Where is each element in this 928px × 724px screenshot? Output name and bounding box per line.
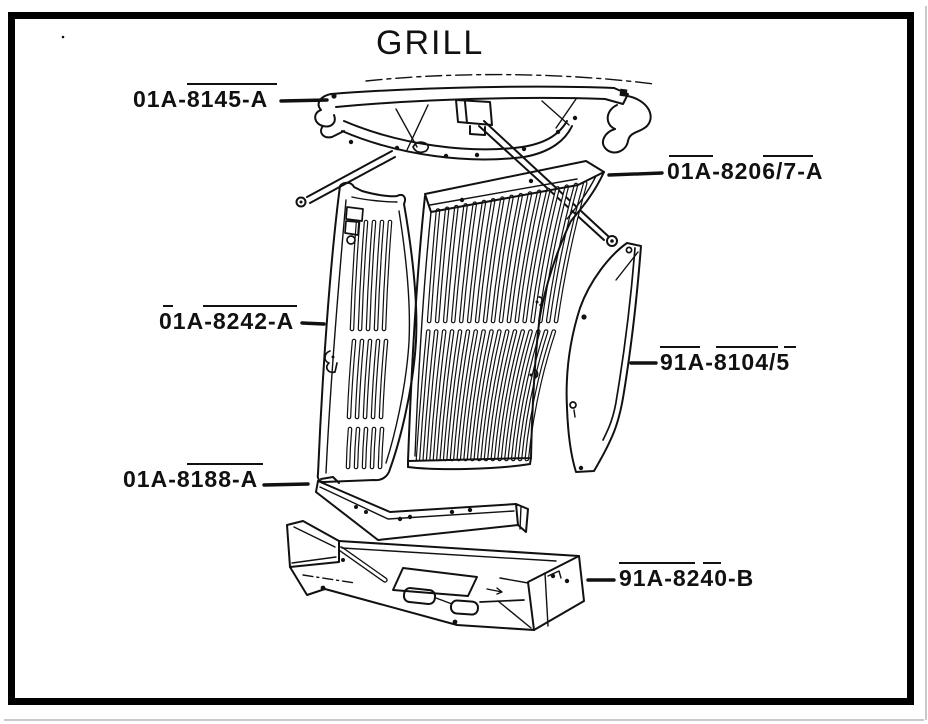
label-overline: [203, 305, 297, 307]
slat-line: [355, 339, 364, 419]
part-label-8242: 01A-8242-A: [159, 305, 297, 334]
slat-line: [444, 330, 462, 461]
part-number-text: 01A-8145-A: [133, 86, 269, 112]
slat-line: [505, 330, 532, 461]
leader-8145: [279, 98, 329, 103]
slat-line: [354, 427, 360, 469]
slat-line: [507, 192, 532, 323]
slat-line: [358, 220, 368, 331]
slat-line: [350, 220, 360, 331]
slat-line: [423, 330, 438, 461]
slat-line: [374, 220, 384, 331]
slat-line: [416, 330, 430, 461]
label-overline: [619, 562, 695, 564]
slat-line: [437, 330, 454, 461]
slat-line: [382, 220, 392, 331]
slat-line: [460, 202, 476, 323]
slat-line: [499, 194, 522, 323]
grille-frame-drawing: [314, 73, 655, 161]
slat-line: [363, 339, 372, 419]
slat-line: [362, 427, 368, 469]
slat-line: [457, 330, 477, 461]
part-label-8206: 01A-8206/7-A: [667, 155, 824, 184]
slat-line: [471, 330, 493, 461]
slat-line: [468, 200, 486, 323]
slat-line: [339, 547, 387, 582]
label-overline: [187, 463, 263, 465]
slat-line: [346, 427, 352, 469]
slat-line: [484, 197, 504, 323]
left-grille-panel-drawing: [316, 181, 418, 483]
slat-line: [531, 187, 559, 323]
left-panel-slats: [345, 219, 393, 470]
slat-line: [491, 330, 517, 461]
slat-line: [378, 427, 384, 469]
slat-line: [554, 182, 587, 323]
leader-lines: [262, 98, 664, 582]
slat-line: [452, 204, 467, 323]
slat-line: [525, 330, 555, 461]
slat-line: [523, 188, 550, 323]
slat-line: [379, 339, 388, 419]
slat-line: [450, 330, 469, 461]
lower-bar-drawing: [315, 476, 529, 541]
part-label-8188: 01A-8188-A: [123, 463, 263, 492]
pan-rib: [338, 546, 388, 583]
part-number-text: 91A-8104/5: [660, 349, 791, 375]
label-overline: [784, 346, 796, 348]
part-number-text: 01A-8206/7-A: [667, 158, 824, 184]
slat-line: [430, 330, 446, 461]
label-overline: [660, 346, 700, 348]
splash-pan-drawing: [286, 520, 585, 631]
leader-8188: [262, 482, 310, 487]
scan-speck: [61, 35, 65, 39]
slat-line: [498, 330, 524, 461]
label-overline: [187, 83, 277, 85]
center-panel-slats: [415, 180, 588, 462]
scan-edge-bottom: [4, 719, 924, 721]
slat-line: [515, 190, 541, 323]
slat-line: [347, 339, 356, 419]
leader-8242: [300, 321, 326, 326]
slat-line: [428, 209, 440, 323]
label-overline: [716, 346, 778, 348]
part-number-text: 91A-8240-B: [619, 565, 755, 591]
slat-line: [491, 195, 513, 323]
center-grille-panel-drawing: [407, 160, 605, 471]
slat-line: [371, 339, 380, 419]
leader-8206: [607, 171, 664, 177]
scan-edge-right: [925, 6, 927, 720]
slat-line: [478, 330, 501, 461]
slat-line: [484, 330, 509, 461]
label-overline: [703, 562, 721, 564]
page-border: [8, 12, 914, 705]
label-overline: [669, 155, 713, 157]
slat-line: [476, 199, 495, 323]
label-overline: [763, 155, 813, 157]
slat-line: [518, 330, 548, 461]
part-label-8240: 91A-8240-B: [619, 562, 755, 591]
page-title: GRILL: [376, 24, 485, 62]
brace-rods: [295, 120, 618, 247]
part-label-8104: 91A-8104/5: [660, 346, 796, 375]
label-overline: [163, 305, 173, 307]
slat-line: [547, 183, 578, 323]
part-number-text: 01A-8242-A: [159, 308, 295, 334]
side-panel-drawing: [565, 242, 642, 473]
slat-line: [366, 220, 376, 331]
slat-line: [370, 427, 376, 469]
part-number-text: 01A-8188-A: [123, 466, 259, 492]
slat-line: [464, 330, 485, 461]
slat-line: [444, 206, 458, 323]
part-label-8145: 01A-8145-A: [133, 83, 277, 112]
slat-line: [436, 207, 449, 323]
slat-line: [512, 330, 540, 461]
